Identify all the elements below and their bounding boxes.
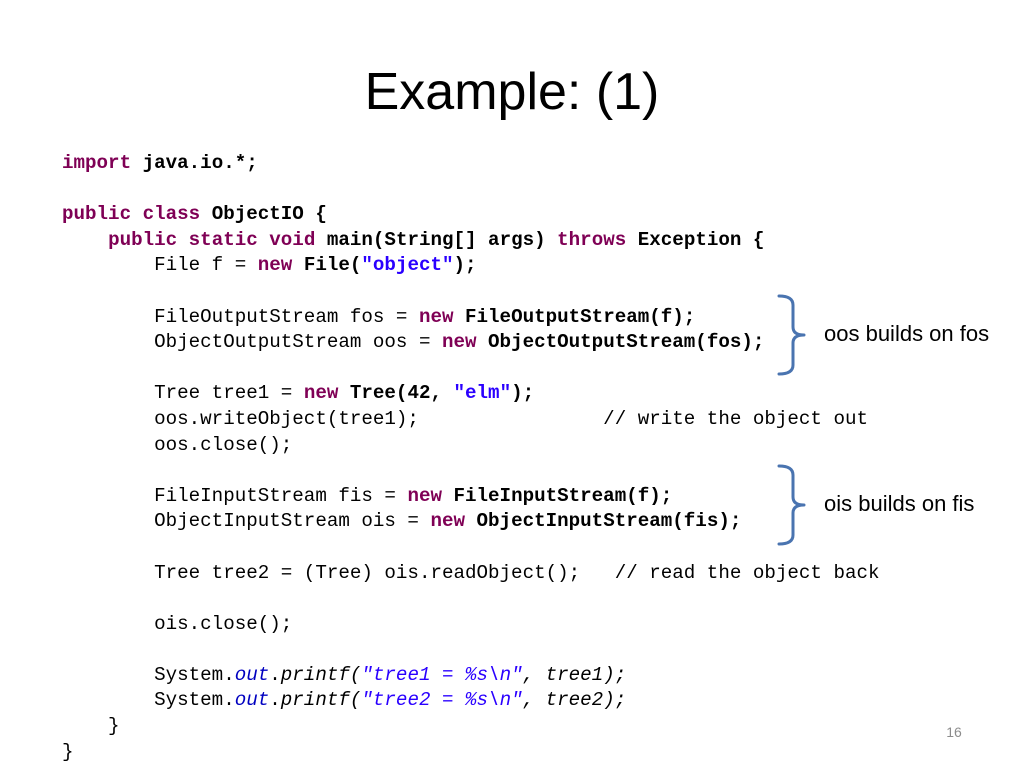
code-text: System. — [62, 663, 235, 686]
code-line-blank — [62, 356, 880, 382]
code-text: System. — [62, 689, 235, 712]
method-call: printf( — [280, 689, 362, 712]
exception-type: Exception { — [637, 228, 765, 251]
code-line-class-decl: public class ObjectIO { — [62, 202, 880, 228]
keyword-static: static — [188, 228, 258, 251]
code-space — [131, 203, 143, 225]
string-literal: "tree1 = %s\n" — [361, 663, 523, 686]
code-text: , tree1); — [522, 663, 627, 686]
code-space — [477, 331, 489, 353]
code-line-blank — [62, 535, 880, 561]
keyword-new: new — [257, 254, 293, 277]
code-space — [200, 203, 212, 225]
code-line-tree1-decl: Tree tree1 = new Tree(42, "elm"); — [62, 381, 880, 407]
code-space — [626, 229, 638, 251]
right-brace-icon — [777, 464, 806, 546]
code-line-method-close: } — [62, 714, 880, 740]
page-number: 16 — [946, 724, 962, 740]
code-text: FileOutputStream fos = — [62, 305, 419, 328]
code-line-fis-decl: FileInputStream fis = new FileInputStrea… — [62, 484, 880, 510]
code-text: FileInputStream fis = — [62, 484, 408, 507]
closing-brace: } — [62, 715, 120, 738]
code-text: File f = — [62, 254, 258, 277]
keyword-public: public — [62, 203, 132, 226]
slide-title: Example: (1) — [364, 63, 660, 121]
keyword-public: public — [108, 228, 178, 251]
annotation-ois: ois builds on fis — [824, 491, 975, 516]
code-text: , tree2); — [522, 689, 627, 712]
method-call: printf( — [280, 663, 362, 686]
code-text: ObjectOutputStream oos = — [62, 331, 442, 354]
code-space — [338, 382, 350, 404]
code-line-ois-decl: ObjectInputStream ois = new ObjectInputS… — [62, 509, 880, 535]
code-text: ); — [453, 254, 477, 277]
import-package: java.io.*; — [142, 152, 258, 174]
code-line-printf-tree2: System.out.printf("tree2 = %s\n", tree2)… — [62, 688, 880, 714]
code-space — [131, 152, 143, 174]
keyword-new: new — [407, 484, 442, 507]
right-brace-icon — [777, 294, 806, 376]
code-indent — [62, 229, 108, 251]
code-space — [546, 229, 558, 251]
code-line-oos-close: oos.close(); — [62, 433, 880, 459]
code-line-write-object: oos.writeObject(tree1); // write the obj… — [62, 407, 880, 433]
code-text: . — [269, 689, 281, 712]
keyword-class: class — [142, 203, 201, 226]
code-space — [292, 254, 304, 276]
constructor-call: ObjectInputStream(fis); — [476, 510, 742, 533]
constructor-call: FileInputStream(f); — [453, 484, 673, 507]
annotation-oos: oos builds on fos — [824, 321, 990, 346]
keyword-new: new — [441, 331, 477, 354]
constructor-call: File( — [303, 254, 362, 277]
code-text: ois.close(); — [62, 612, 293, 635]
constructor-call: ObjectOutputStream(fos); — [488, 331, 765, 354]
code-text: . — [269, 663, 281, 686]
keyword-throws: throws — [557, 228, 627, 251]
code-text: oos.close(); — [62, 433, 293, 456]
code-line-fos-decl: FileOutputStream fos = new FileOutputStr… — [62, 305, 880, 331]
code-line-ois-close: ois.close(); — [62, 612, 880, 638]
code-line-blank — [62, 279, 880, 305]
code-line-file-decl: File f = new File("object"); — [62, 253, 880, 279]
keyword-void: void — [269, 228, 316, 251]
code-space — [177, 229, 189, 251]
code-line-oos-decl: ObjectOutputStream oos = new ObjectOutpu… — [62, 330, 880, 356]
code-line-blank — [62, 637, 880, 663]
keyword-import: import — [62, 152, 132, 174]
code-line-blank — [62, 177, 880, 203]
keyword-new: new — [303, 382, 339, 405]
code-line-blank — [62, 586, 880, 612]
code-line-blank — [62, 458, 880, 484]
closing-brace: } — [62, 740, 74, 763]
keyword-new: new — [418, 305, 454, 328]
code-block: import java.io.*; public class ObjectIO … — [62, 151, 880, 765]
static-field: out — [234, 663, 270, 686]
constructor-call: FileOutputStream(f); — [465, 305, 696, 328]
string-literal: "elm" — [453, 382, 512, 405]
code-line-class-close: } — [62, 740, 880, 766]
code-space — [258, 229, 270, 251]
code-line-printf-tree1: System.out.printf("tree1 = %s\n", tree1)… — [62, 663, 880, 689]
string-literal: "tree2 = %s\n" — [361, 689, 523, 712]
constructor-call: Tree(42, — [349, 382, 454, 405]
string-literal: "object" — [361, 254, 454, 277]
code-space — [465, 510, 477, 532]
class-name: ObjectIO { — [211, 203, 327, 226]
code-line-import: import java.io.*; — [62, 151, 880, 177]
code-line-read-object: Tree tree2 = (Tree) ois.readObject(); //… — [62, 561, 880, 587]
code-text: oos.writeObject(tree1); // write the obj… — [62, 407, 869, 430]
static-field: out — [234, 689, 270, 712]
code-space — [442, 485, 454, 507]
code-text: Tree tree1 = — [62, 382, 304, 405]
code-text: ); — [511, 382, 535, 405]
code-text: Tree tree2 = (Tree) ois.readObject(); //… — [62, 561, 880, 584]
code-space — [454, 306, 466, 328]
code-text: ObjectInputStream ois = — [62, 510, 431, 533]
method-signature: main(String[] args) — [326, 228, 546, 251]
code-space — [315, 229, 327, 251]
code-line-main-decl: public static void main(String[] args) t… — [62, 228, 880, 254]
keyword-new: new — [430, 510, 466, 533]
